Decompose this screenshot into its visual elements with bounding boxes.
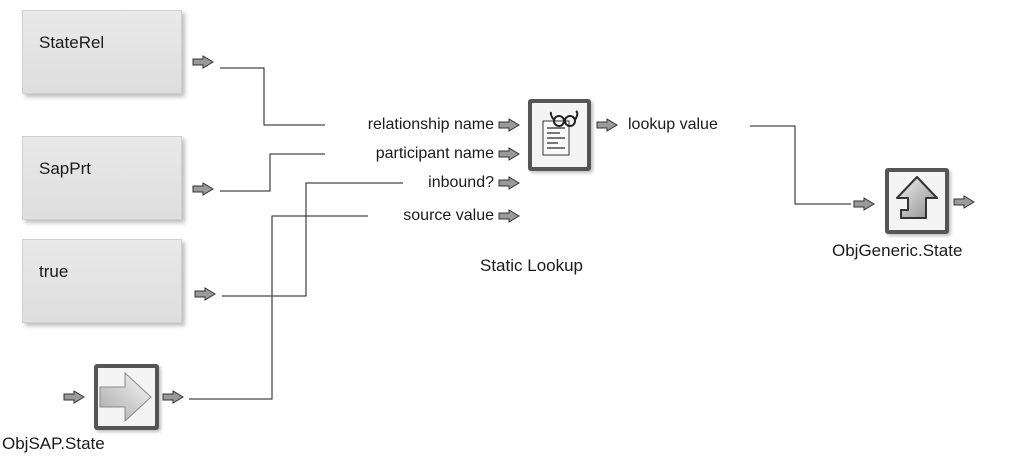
objgeneric-out-arrow-icon[interactable] [953,195,975,209]
source-value-port-arrow-icon[interactable] [498,209,520,223]
sapprt-input-box[interactable]: SapPrt [22,136,182,220]
true-out-arrow-icon[interactable] [194,287,216,301]
lookup-value-port-label: lookup value [628,116,718,133]
true-input-box[interactable]: true [22,239,182,323]
objsap-out-arrow-icon[interactable] [162,390,184,404]
static-lookup-node[interactable] [528,99,591,171]
true-label: true [39,262,69,281]
staterel-label: StateRel [39,33,105,52]
staterel-out-arrow-icon[interactable] [192,55,214,69]
participant-name-port-arrow-icon[interactable] [498,147,520,161]
up-turn-arrow-icon [896,176,938,219]
sapprt-label: SapPrt [39,159,91,178]
objgeneric-in-arrow-icon[interactable] [853,197,875,211]
relationship-name-port-arrow-icon[interactable] [498,118,520,132]
participant-name-port-label: participant name [375,145,494,162]
objgeneric-state-caption: ObjGeneric.State [832,241,963,260]
wire-lookup-value-to-objgeneric [750,125,851,205]
staterel-input-box[interactable]: StateRel [22,10,182,94]
objsap-state-caption: ObjSAP.State [2,434,105,453]
wire-sapprt-to-participant-name [220,153,325,192]
objgeneric-state-node[interactable] [885,168,949,234]
lookup-value-out-arrow-icon[interactable] [596,118,618,132]
source-value-port-label: source value [403,207,494,224]
wire-objsap-to-source-value [189,215,368,400]
glasses-document-icon [542,110,579,156]
sapprt-out-arrow-icon[interactable] [192,182,214,196]
objsap-in-arrow-icon[interactable] [63,390,85,404]
static-lookup-caption: Static Lookup [480,256,584,275]
objsap-state-node[interactable] [94,364,159,430]
wire-staterel-to-relationship-name [220,67,325,126]
relationship-name-port-label: relationship name [367,116,494,133]
inbound-port-arrow-icon[interactable] [498,176,520,190]
wire-true-to-inbound [222,182,403,297]
right-arrow-icon [99,371,152,423]
inbound-port-label: inbound? [428,174,494,191]
